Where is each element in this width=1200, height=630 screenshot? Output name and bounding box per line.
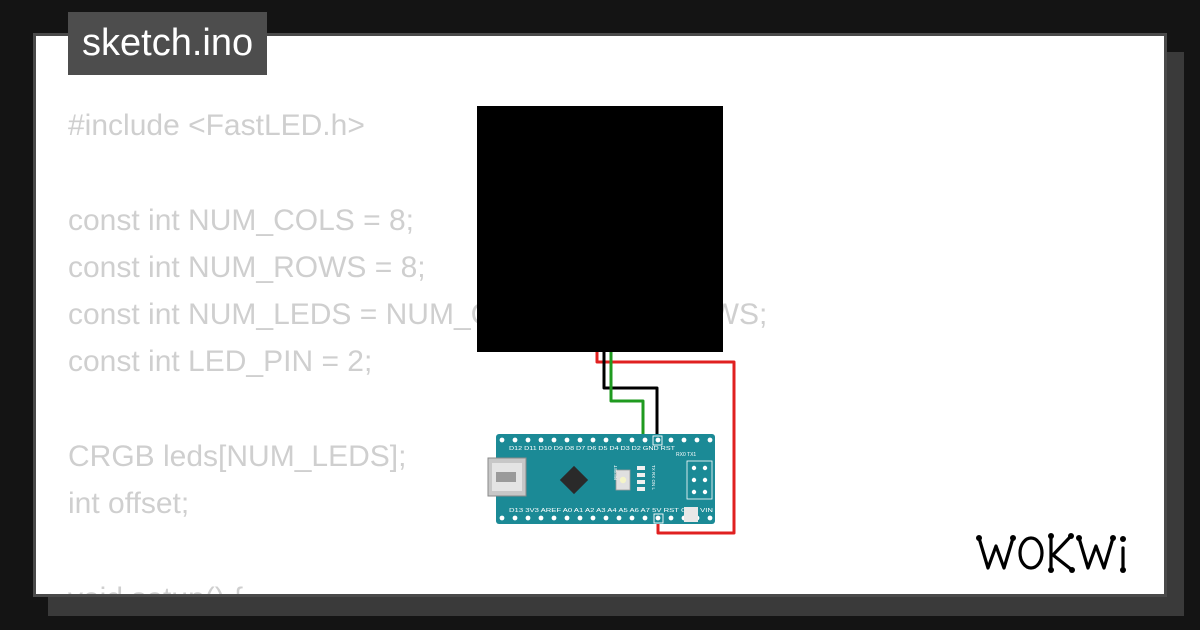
code-line: void setup() { [68, 575, 767, 594]
code-line: int offset; [68, 487, 190, 521]
arduino-nano-board[interactable]: D12 D11 D10 D9 D8 D7 D6 D5 D4 D3 D2 GND … [487, 434, 715, 524]
code-line: const int NUM_ROWS = 8; [68, 250, 426, 284]
rx-tx-label: RX0 TX1 [676, 452, 696, 458]
code-preview: #include <FastLED.h> const int NUM_COLS =… [68, 102, 767, 594]
wire-power [595, 352, 736, 535]
file-tab-label: sketch.ino [82, 22, 254, 64]
wokwi-logo [976, 533, 1126, 573]
bottom-pin-labels: D13 3V3 AREF A0 A1 A2 A3 A4 A5 A6 A7 5V … [509, 508, 713, 514]
status-leds [637, 466, 645, 491]
pin-gnd-highlight [652, 435, 663, 446]
file-tab[interactable]: sketch.ino [68, 12, 268, 75]
wire-ground [602, 352, 659, 440]
code-line: #include <FastLED.h> [68, 109, 365, 142]
code-line: CRGB leds[NUM_LEDS]; [68, 440, 407, 474]
top-pin-labels: D12 D11 D10 D9 D8 D7 D6 D5 D4 D3 D2 GND … [509, 446, 676, 452]
reset-label: RESET [613, 465, 618, 480]
code-line: const int LED_PIN = 2; [68, 345, 373, 379]
wire-data [609, 352, 645, 440]
pin-5v-highlight [653, 513, 664, 524]
pin-gnd-bottom-highlight [684, 507, 698, 522]
icsp-header [686, 460, 713, 500]
top-pin-row [499, 437, 713, 443]
led-matrix[interactable] [477, 106, 723, 352]
microcontroller-chip [559, 465, 589, 495]
status-led-labels: TX RX ON L [651, 465, 656, 491]
code-line: const int NUM_COLS = 8; [68, 203, 414, 237]
